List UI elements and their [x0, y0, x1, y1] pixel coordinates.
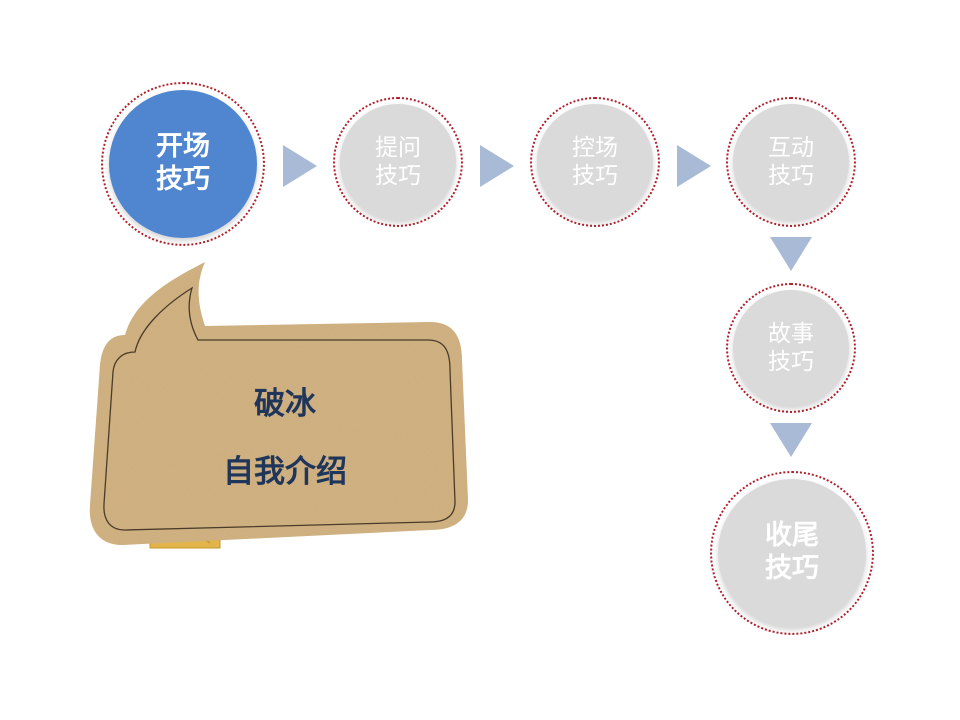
- step-opening-line1: 开场: [156, 131, 210, 163]
- bubble-shape: [89, 262, 468, 545]
- step-interaction[interactable]: 互动 技巧: [726, 97, 856, 227]
- step-questioning[interactable]: 提问 技巧: [333, 97, 463, 227]
- step-closing[interactable]: 收尾 技巧: [710, 471, 874, 635]
- step-questioning-line2: 技巧: [375, 163, 421, 189]
- arrow-down-2: [770, 423, 812, 457]
- step-closing-line1: 收尾: [765, 520, 819, 552]
- step-story-line2: 技巧: [768, 349, 814, 375]
- step-interaction-line2: 技巧: [768, 163, 814, 189]
- arrow-right-3: [677, 145, 711, 187]
- arrow-right-2: [480, 145, 514, 187]
- bubble-text-self-introduction: 自我介绍: [223, 454, 347, 490]
- arrow-down-1: [770, 237, 812, 271]
- step-control-line2: 技巧: [572, 163, 618, 189]
- step-control-line1: 控场: [572, 134, 618, 161]
- step-story-line1: 故事: [768, 320, 814, 347]
- step-opening[interactable]: 开场 技巧: [101, 82, 265, 246]
- step-opening-line2: 技巧: [156, 164, 210, 195]
- step-closing-line2: 技巧: [765, 553, 819, 584]
- step-interaction-line1: 互动: [768, 134, 814, 161]
- bubble-text-icebreaker: 破冰: [254, 386, 316, 422]
- step-control[interactable]: 控场 技巧: [530, 97, 660, 227]
- bubble-inner-outline: [103, 286, 456, 531]
- step-story[interactable]: 故事 技巧: [726, 283, 856, 413]
- arrow-right-1: [283, 145, 317, 187]
- step-questioning-line1: 提问: [375, 134, 421, 161]
